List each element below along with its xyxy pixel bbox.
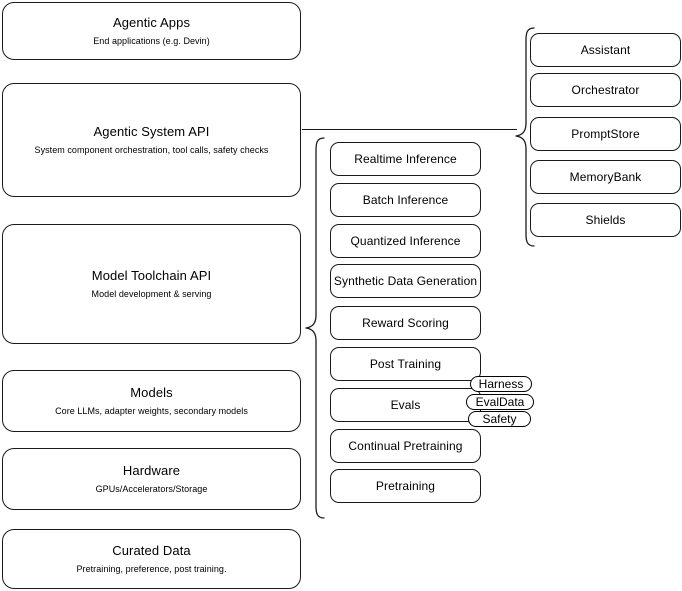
- toolchain-component-realtime-inference[interactable]: Realtime Inference: [330, 142, 481, 176]
- stack-layer-title: Agentic Apps: [112, 15, 191, 30]
- component-label: Shields: [585, 213, 626, 227]
- brace-toolchain: [305, 137, 325, 519]
- agentic-component-promptstore[interactable]: PromptStore: [530, 117, 681, 151]
- stack-layer-title: Model Toolchain API: [91, 268, 212, 283]
- stack-layer-model-toolchain-api[interactable]: Model Toolchain API Model development & …: [2, 224, 301, 344]
- stack-layer-title: Hardware: [122, 463, 181, 478]
- evals-badge-safety[interactable]: Safety: [468, 411, 531, 427]
- evals-badge-evaldata[interactable]: EvalData: [466, 394, 534, 410]
- evals-badge-harness[interactable]: Harness: [470, 376, 532, 392]
- stack-layer-hardware[interactable]: Hardware GPUs/Accelerators/Storage: [2, 448, 301, 510]
- component-label: Batch Inference: [362, 193, 449, 207]
- component-label: Synthetic Data Generation: [333, 274, 478, 288]
- toolchain-component-quantized-inference[interactable]: Quantized Inference: [330, 224, 481, 258]
- component-label: Quantized Inference: [350, 234, 461, 248]
- toolchain-component-reward-scoring[interactable]: Reward Scoring: [330, 306, 481, 340]
- toolchain-component-batch-inference[interactable]: Batch Inference: [330, 183, 481, 217]
- badge-label: EvalData: [475, 395, 525, 409]
- component-label: Evals: [390, 398, 421, 412]
- agentic-component-orchestrator[interactable]: Orchestrator: [530, 73, 681, 107]
- component-label: Assistant: [580, 43, 631, 57]
- component-label: Orchestrator: [571, 83, 640, 97]
- toolchain-component-pretraining[interactable]: Pretraining: [330, 469, 481, 503]
- component-label: Reward Scoring: [362, 316, 449, 330]
- component-label: PromptStore: [571, 127, 640, 141]
- badge-label: Harness: [478, 377, 524, 391]
- stack-layer-subtitle: Core LLMs, adapter weights, secondary mo…: [55, 406, 248, 416]
- stack-layer-title: Models: [130, 385, 173, 400]
- stack-layer-title: Agentic System API: [93, 124, 210, 139]
- agentic-component-memorybank[interactable]: MemoryBank: [530, 160, 681, 194]
- component-label: Post Training: [369, 357, 442, 371]
- stack-layer-subtitle: Model development & serving: [91, 289, 212, 299]
- agentic-component-shields[interactable]: Shields: [530, 203, 681, 237]
- agentic-component-assistant[interactable]: Assistant: [530, 33, 681, 67]
- connector-agentic-system-to-components: [302, 129, 517, 131]
- badge-label: Safety: [482, 412, 517, 426]
- toolchain-component-synthetic-data-generation[interactable]: Synthetic Data Generation: [330, 264, 481, 298]
- stack-layer-curated-data[interactable]: Curated Data Pretraining, preference, po…: [2, 529, 301, 589]
- toolchain-component-continual-pretraining[interactable]: Continual Pretraining: [330, 429, 481, 463]
- stack-layer-subtitle: Pretraining, preference, post training.: [76, 564, 227, 574]
- toolchain-component-evals[interactable]: Evals: [330, 388, 481, 422]
- stack-layer-subtitle: GPUs/Accelerators/Storage: [95, 484, 208, 494]
- component-label: MemoryBank: [569, 170, 642, 184]
- stack-layer-agentic-apps[interactable]: Agentic Apps End applications (e.g. Devi…: [2, 2, 301, 60]
- stack-layer-models[interactable]: Models Core LLMs, adapter weights, secon…: [2, 370, 301, 432]
- stack-layer-agentic-system-api[interactable]: Agentic System API System component orch…: [2, 83, 301, 197]
- brace-agentic-system: [515, 27, 535, 247]
- component-label: Pretraining: [375, 479, 436, 493]
- component-label: Continual Pretraining: [348, 439, 463, 453]
- stack-layer-subtitle: System component orchestration, tool cal…: [34, 145, 269, 155]
- toolchain-component-post-training[interactable]: Post Training: [330, 347, 481, 381]
- stack-layer-subtitle: End applications (e.g. Devin): [93, 36, 210, 46]
- component-label: Realtime Inference: [354, 152, 457, 166]
- stack-layer-title: Curated Data: [112, 543, 191, 558]
